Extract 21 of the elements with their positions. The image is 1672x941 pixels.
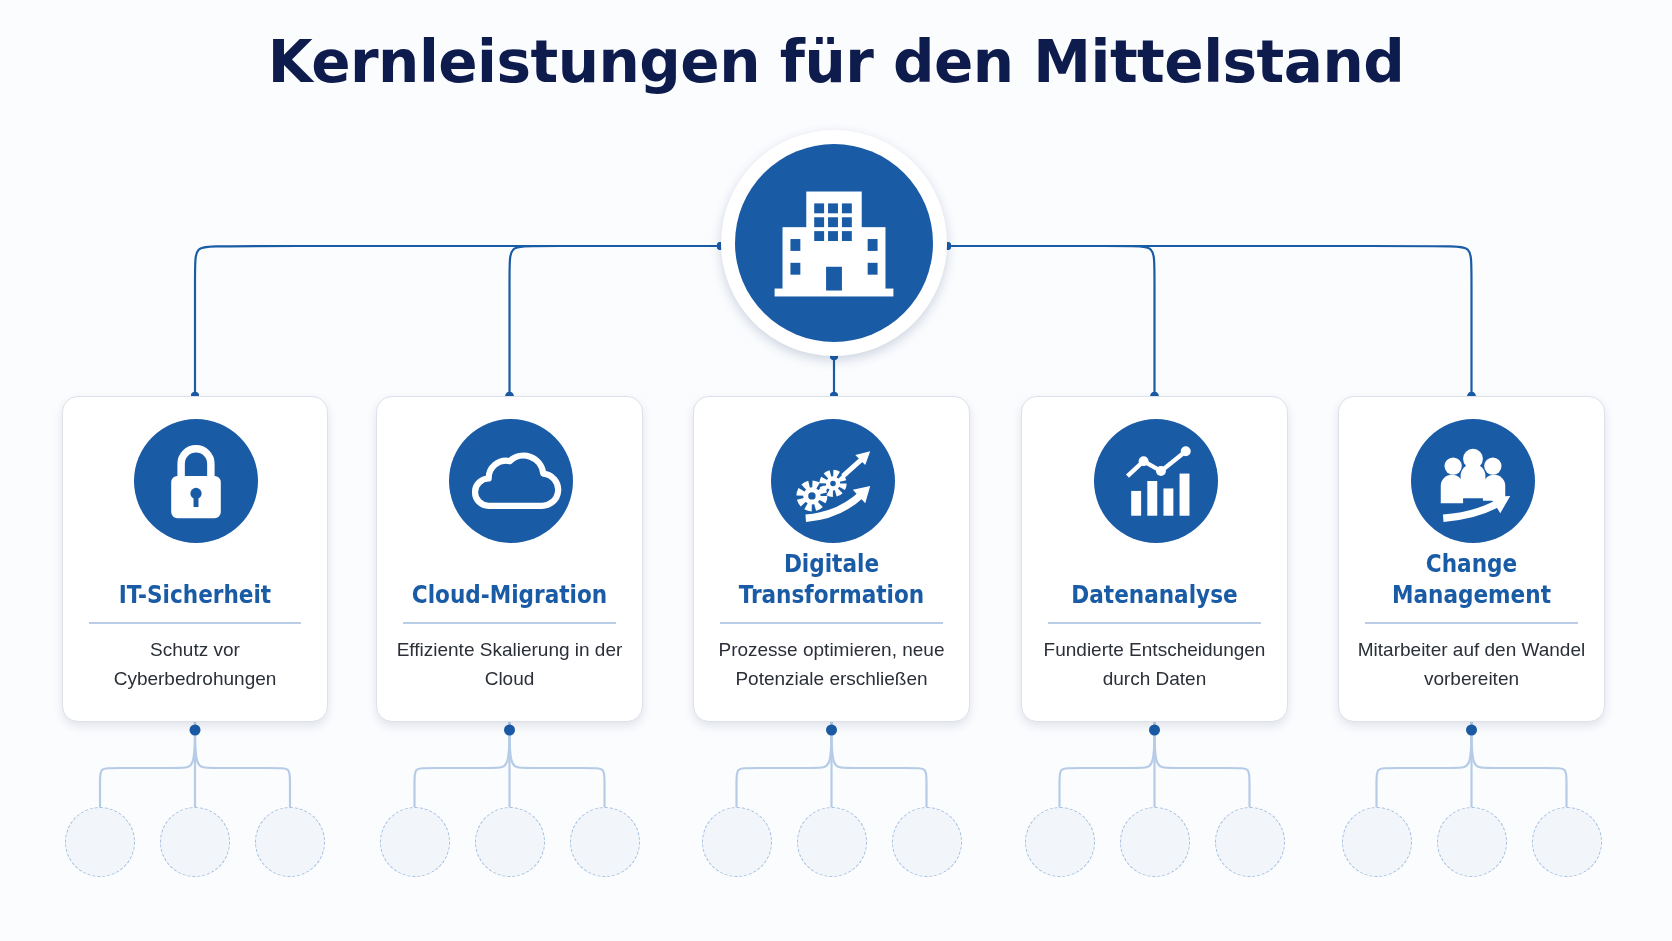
service-card [1338, 396, 1605, 722]
card-title: IT-Sicherheit [117, 580, 273, 611]
service-card [62, 396, 328, 722]
connector-line [508, 722, 606, 807]
card-title: Change Management [1391, 549, 1552, 611]
connector-line [1470, 722, 1568, 807]
service-card [693, 396, 970, 722]
service-card [376, 396, 643, 722]
card-description: Effiziente Skalierung in der Cloud [395, 638, 624, 691]
title: Kernleistungen für den Mittelstand [266, 28, 1406, 96]
card-title: Digitale Transformation [737, 549, 926, 611]
connector-line [830, 722, 928, 807]
service-card [1021, 396, 1288, 722]
card-title: Cloud-Migration [410, 580, 609, 611]
card-description: Prozesse optimieren, neue Potenziale erschließen [717, 638, 946, 691]
connector-line [193, 722, 292, 807]
card-description: Mitarbeiter auf den Wandel vorbereiten [1356, 638, 1587, 691]
card-description: Fundierte Entscheidungen durch Daten [1042, 638, 1267, 691]
card-description: Schutz vor Cyberbedrohungen [112, 638, 278, 691]
card-title: Datenanalyse [1070, 580, 1239, 611]
connector-line [1153, 722, 1251, 807]
